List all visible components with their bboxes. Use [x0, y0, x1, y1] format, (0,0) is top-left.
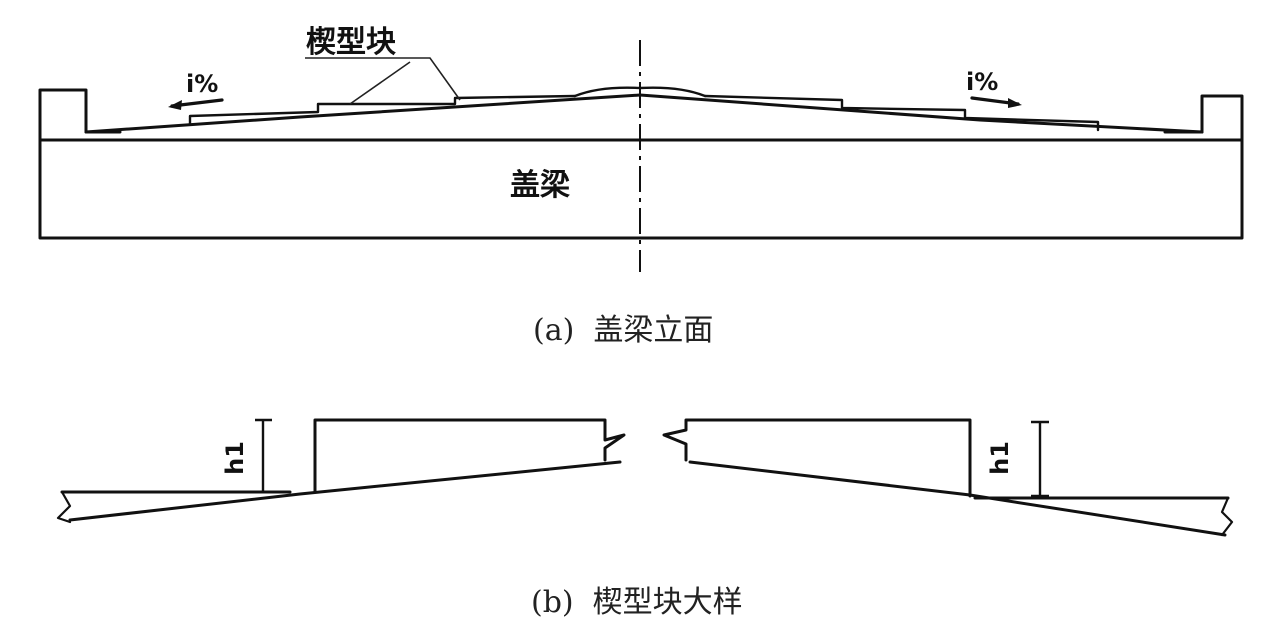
caption-a: (a) 盖梁立面 — [533, 313, 713, 348]
cap-beam-label: 盖梁 — [510, 168, 570, 203]
left-stop-block — [38, 88, 122, 142]
right-slope-arrow — [970, 96, 1022, 108]
wedge-block-label: 楔型块 — [306, 25, 396, 60]
right-wedge-block — [703, 94, 1100, 132]
wedge-leader-line — [305, 57, 461, 101]
left-slope-label: i% — [186, 70, 218, 98]
right-wedge-outline — [662, 418, 972, 498]
left-slope-arrow — [168, 98, 224, 110]
right-slope-label: i% — [966, 68, 998, 96]
cap-beam-elevation: 楔型块 i% i% 盖梁 (a) 盖梁立面 — [38, 25, 1244, 348]
caption-b: (b) 楔型块大样 — [531, 585, 743, 620]
left-wedge-outline — [313, 418, 626, 494]
left-slab-break — [56, 490, 72, 524]
wedge-block-detail: h1 h1 (b) 楔型块大样 — [56, 418, 1234, 620]
right-slab-break — [1220, 496, 1234, 537]
wedge-leader-line-2 — [349, 61, 411, 105]
left-h1-label: h1 — [221, 441, 249, 475]
left-slab-bottom — [68, 460, 622, 522]
right-h1-label: h1 — [986, 441, 1014, 475]
right-stop-block — [1163, 94, 1244, 142]
left-wedge-block — [188, 94, 577, 126]
